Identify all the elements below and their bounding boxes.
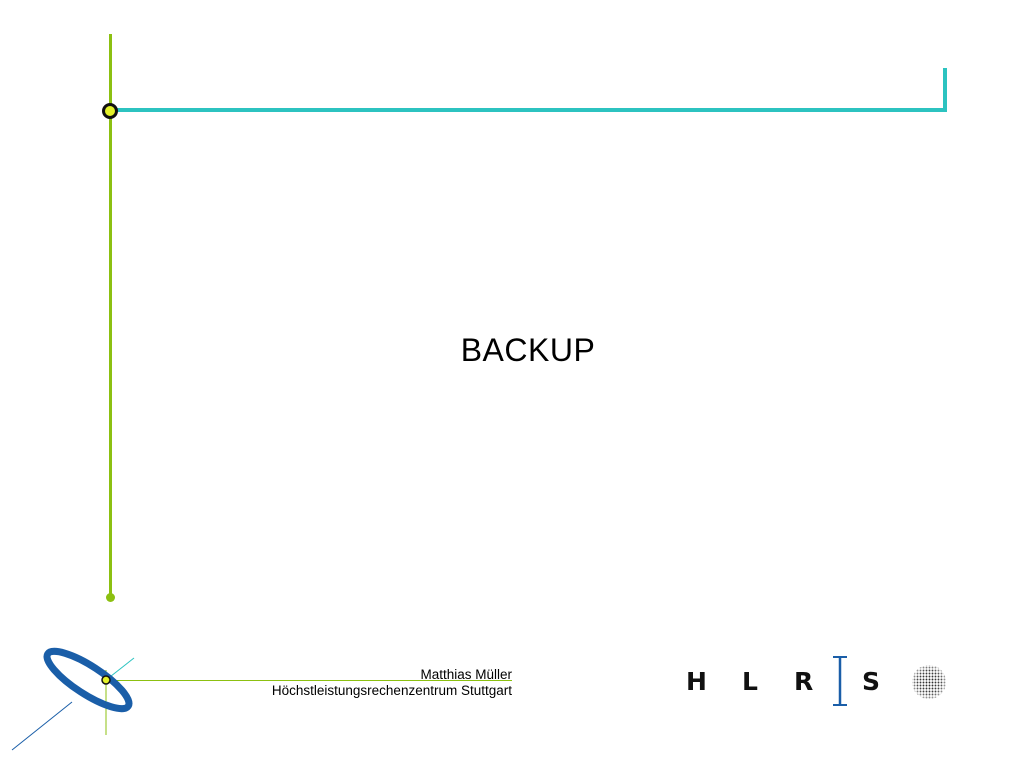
orbit-ellipse-logo-icon [11,647,135,751]
hlrs-letter-s: S [862,667,881,696]
footer-author: Matthias Müller [420,667,512,682]
frame-vertical-line [109,34,112,598]
hlrs-logo: H L R S [682,655,902,710]
footer-text: Matthias Müller Höchstleistungsrechenzen… [272,667,512,699]
frame-corner-dot [102,103,118,119]
dotted-globe-logo-icon [912,665,946,699]
frame-right-tick [943,68,947,112]
frame-horizontal-line [112,108,947,112]
slide-title: BACKUP [460,332,596,368]
frame-vertical-endpoint [106,593,115,602]
hlrs-i-bar-icon [833,656,847,706]
footer-rule [112,680,512,681]
footer-institution: Höchstleistungsrechenzentrum Stuttgart [271,683,512,698]
hlrs-letter-r: R [794,667,814,696]
hlrs-letter-h: H [686,667,707,696]
hlrs-letter-l: L [742,667,758,696]
